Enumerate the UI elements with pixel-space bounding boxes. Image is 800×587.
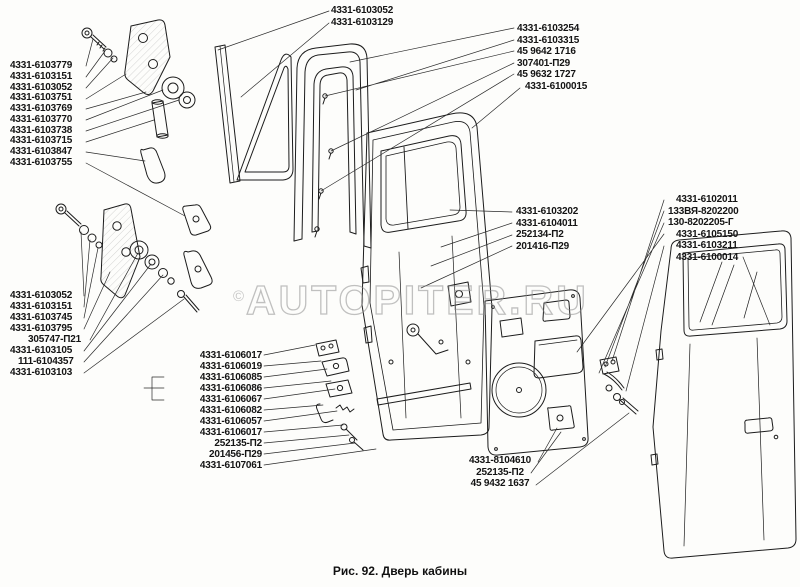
part-label: 4331-6103769 [10,103,73,114]
part-label: 201416-П29 [516,240,570,252]
part-label: 252135-П2 [476,466,524,478]
part-label: 45 9632 1727 [517,69,576,80]
upper-hinge-hardware-drawing [81,19,212,236]
part-label: 252135-П2 [214,438,262,449]
label-column-lock-group: 4331-6106017 4331-6106019 4331-6106085 4… [167,350,262,471]
part-label: 4331-6106019 [199,361,262,372]
part-label: 4331-6103755 [10,156,73,168]
lower-hinge-hardware-drawing [55,203,213,313]
label-column-top-right: 4331-6103254 4331-6103315 45 9642 1716 3… [517,23,587,92]
leader-lines [80,10,771,486]
window-frame-drawing [293,43,372,249]
part-label: 4331-6103103 [10,367,73,378]
label-column-bottom-center: 4331-8104610 252135-П2 45 9432 1637 [445,455,555,490]
label-column-hinge-upper: 4331-6103779 4331-6103151 4331-6103052 4… [10,60,73,169]
watermark-copyright-icon: © [233,288,244,305]
part-label: 4331-6102011 [676,194,738,205]
label-column-hinge-lower: 4331-6103052 4331-6103151 4331-6103745 4… [10,290,81,378]
lock-hardware-drawing [315,339,364,451]
mounting-plate-drawing [547,405,575,431]
part-label: 4331-6103847 [10,146,73,157]
part-label: 4331-6104011 [516,217,578,229]
part-label: 4331-6103129 [331,17,394,28]
watermark: © AUTOPITER.RU [233,276,589,323]
part-label: 4331-6103715 [10,135,73,147]
part-label: 4331-6106067 [199,394,262,405]
part-label: 45 9642 1716 [517,46,576,57]
door-check-strap-drawing [599,356,639,415]
part-label: 4331-6103151 [10,70,73,82]
part-label: 4331-6103738 [10,124,73,136]
part-label: 111-6104357 [18,356,74,367]
part-label: 4331-6103315 [517,34,580,46]
vent-window-drawing [236,53,294,181]
part-label: 4331-6103254 [517,23,580,34]
door-trim-panel-drawing [484,289,589,456]
part-label: 4331-6106017 [199,350,262,361]
part-label: 130-8202205-Г [668,217,734,228]
part-label: 4331-6103052 [10,81,73,93]
label-column-door-center: 4331-6103202 4331-6104011 252134-П2 2014… [516,206,578,252]
part-label: 4331-6100014 [676,251,739,263]
part-label: 4331-6106017 [199,427,262,438]
part-label: 133ВЯ-8202200 [668,205,739,217]
part-label: 45 9432 1637 [470,478,530,489]
part-label: 4331-6103202 [516,206,579,217]
part-label: 305747-П21 [28,334,82,345]
part-label: 4331-6103105 [10,345,73,356]
part-label: 4331-6103770 [10,113,73,125]
part-label: 4331-8104610 [468,455,532,466]
part-label: 4331-6103211 [676,240,738,251]
part-label: 4331-6103795 [10,323,73,334]
part-label: 4331-6103052 [331,5,394,16]
part-label: 252134-П2 [516,229,564,240]
part-label: 4331-6106057 [199,416,262,427]
part-label: 4331-6103779 [10,60,73,71]
part-label: 4331-6106086 [199,383,262,394]
part-label: 4331-6103151 [10,301,73,312]
part-label: 4331-6103745 [10,312,73,323]
part-label: 4331-6105150 [676,228,739,240]
part-label: 4331-6107061 [199,460,262,471]
figure-caption: Рис. 92. Дверь кабины [332,564,468,578]
part-label: 4331-6100015 [525,80,588,92]
window-divider-strip [214,44,241,184]
label-column-right-side: 4331-6102011 133ВЯ-8202200 130-8202205-Г… [668,194,739,263]
part-label: 4331-6106085 [199,372,262,383]
part-label: 201456-П29 [208,449,262,460]
watermark-text: AUTOPITER.RU [246,277,589,323]
part-label: 4331-6103052 [10,290,73,301]
label-column-top-center: 4331-6103052 4331-6103129 [331,5,393,29]
door-exterior-drawing [650,230,797,559]
part-label: 307401-П29 [517,57,571,69]
door-panel-drawing [360,112,493,441]
part-label: 4331-6106082 [199,405,262,416]
part-label: 4331-6103751 [10,92,73,104]
